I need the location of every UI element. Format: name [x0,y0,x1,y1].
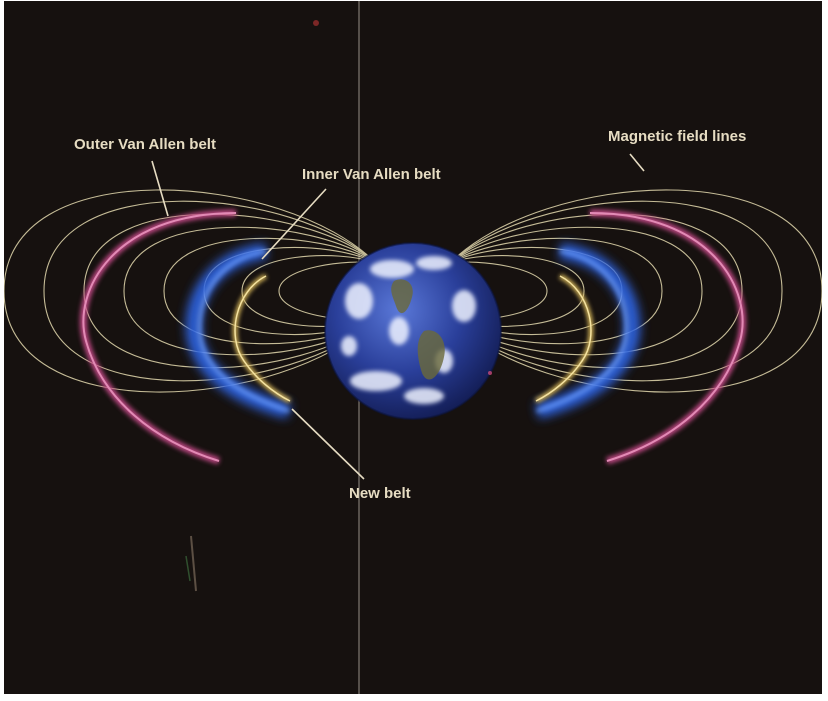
inner-belt-label: Inner Van Allen belt [302,166,441,183]
scan-artifacts [185,20,492,592]
field-line [163,237,377,345]
field-line [449,213,743,369]
outer-belt-pointer [151,160,169,217]
inner-van-allen-belt [185,243,641,419]
field-line [83,213,377,369]
field-line [43,200,377,382]
new-belt-pointer [291,408,365,480]
earth-globe-icon [324,242,502,420]
new-belt [232,273,594,404]
new-belt-label: New belt [349,485,411,502]
field-line [449,200,783,382]
field-line [449,226,703,356]
field-line [4,189,377,393]
diagram-panel: Outer Van Allen belt Inner Van Allen bel… [4,1,822,694]
leader-lines [151,153,645,480]
inner-belt-pointer [261,188,327,260]
outer-belt-label: Outer Van Allen belt [74,136,216,153]
field-line [123,226,377,356]
field-line [449,237,663,345]
van-allen-belt-diagram: Outer Van Allen belt Inner Van Allen bel… [4,1,822,694]
field-lines-label: Magnetic field lines [608,128,746,145]
outer-van-allen-belt [79,209,747,465]
field-line [449,189,822,393]
field-lines-pointer [629,153,645,172]
